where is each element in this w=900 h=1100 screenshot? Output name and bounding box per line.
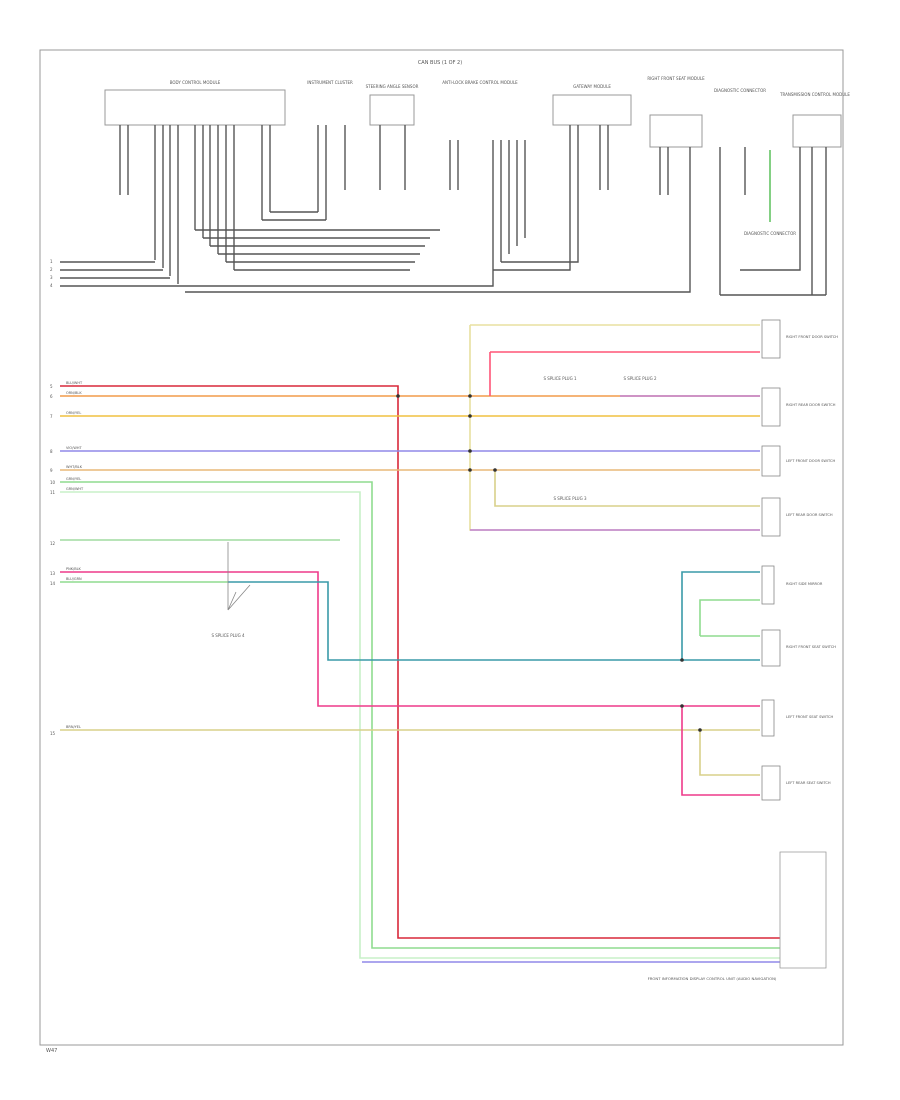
wire-label: WHT/BLK <box>66 465 83 469</box>
wire-label: PNK/BLK <box>66 567 82 571</box>
module-pin-drops <box>119 125 827 295</box>
top-modules: BODY CONTROL MODULE INSTRUMENT CLUSTER S… <box>104 76 850 148</box>
component-rf-seat <box>761 629 781 667</box>
bottom-component-label: FRONT INFORMATION DISPLAY CONTROL UNIT (… <box>648 976 777 981</box>
wire-runs <box>60 324 780 963</box>
module-steering-angle-label: STEERING ANGLE SENSOR <box>366 84 419 89</box>
diagram-title: CAN BUS (1 OF 2) <box>418 60 462 66</box>
wire-label: GRN/YEL <box>66 477 81 481</box>
component-lr-door <box>761 497 781 537</box>
pin-number: 6 <box>50 394 53 399</box>
wire-label: ORN/YEL <box>66 411 81 415</box>
module-instrument-cluster-label: INSTRUMENT CLUSTER <box>307 80 353 85</box>
wire-label: BRN/YEL <box>66 725 81 729</box>
wire-pink-2 <box>681 706 760 796</box>
pin-number: 7 <box>50 414 53 419</box>
left-pin-numbers: 1 2 3 4 5 6 7 8 9 10 11 12 13 14 15 <box>50 259 56 736</box>
wire-label: GRN/WHT <box>66 487 84 491</box>
component-rr-door <box>761 387 781 427</box>
right-component-labels: RIGHT FRONT DOOR SWITCH RIGHT REAR DOOR … <box>786 335 838 785</box>
splice-pin <box>227 542 251 611</box>
pin-number: 8 <box>50 449 53 454</box>
module-body-control-label: BODY CONTROL MODULE <box>170 80 221 85</box>
pin-number: 15 <box>50 731 56 736</box>
footer-code: W47 <box>46 1048 57 1054</box>
splice-label: S SPLICE PLUG 1 <box>543 376 577 381</box>
wire-label: ORN/BLK <box>66 391 82 395</box>
component-label: RIGHT FRONT DOOR SWITCH <box>786 335 838 339</box>
wire-label: BLU/WHT <box>66 381 83 385</box>
wire-khaki-top <box>469 324 760 531</box>
component-label: RIGHT REAR DOOR SWITCH <box>786 403 836 407</box>
pin-number: 12 <box>50 541 56 546</box>
wire-green-2 <box>60 491 780 959</box>
wire-khaki-mid <box>494 470 760 507</box>
pin-number: 2 <box>50 267 53 272</box>
component-label: LEFT FRONT SEAT SWITCH <box>786 715 833 719</box>
wire-khaki-2 <box>699 730 760 776</box>
diagnostic-connector-label: DIAGNOSTIC CONNECTOR <box>744 231 796 236</box>
bottom-component-outline <box>779 851 827 969</box>
pin-number: 4 <box>50 283 53 288</box>
pin-number: 11 <box>50 490 56 495</box>
component-label: LEFT REAR SEAT SWITCH <box>786 781 831 785</box>
module-tcm <box>792 114 842 148</box>
wire-label: BLU/GRN <box>66 577 82 581</box>
pin-number: 13 <box>50 571 56 576</box>
module-bus-lines <box>60 195 826 296</box>
splice-label: S SPLICE PLUG 3 <box>553 496 587 501</box>
wire-teal <box>228 571 760 661</box>
module-abs-label: ANTI-LOCK BRAKE CONTROL MODULE <box>442 80 518 85</box>
wire-green-5 <box>699 599 760 637</box>
module-steering-angle <box>369 94 415 126</box>
pin-number: 9 <box>50 468 53 473</box>
right-components <box>761 319 781 801</box>
wire-labels-left: BLU/WHT ORN/BLK ORN/YEL VIO/WHT WHT/BLK … <box>66 381 84 729</box>
diagram-frame <box>39 49 844 1046</box>
module-rf-seat <box>649 114 703 148</box>
wire-pink <box>60 571 760 707</box>
module-gateway <box>552 94 632 126</box>
component-lf-door <box>761 445 781 477</box>
splice-label: S SPLICE PLUG 4 <box>211 633 245 638</box>
component-label: RIGHT SIDE MIRROR <box>786 582 823 586</box>
pin-number: 3 <box>50 275 53 280</box>
component-lf-seat <box>761 699 775 737</box>
wire-label: VIO/WHT <box>66 446 82 450</box>
pin-number: 10 <box>50 480 56 485</box>
module-rf-seat-label: RIGHT FRONT SEAT MODULE <box>647 76 705 81</box>
component-rf-door <box>761 319 781 359</box>
module-body-control <box>104 89 286 126</box>
component-lr-seat <box>761 765 781 801</box>
wire-pink-top <box>489 351 760 396</box>
component-label: RIGHT FRONT SEAT SWITCH <box>786 645 836 649</box>
component-label: LEFT FRONT DOOR SWITCH <box>786 459 835 463</box>
pin-number: 14 <box>50 581 56 586</box>
module-gateway-label: GATEWAY MODULE <box>573 84 611 89</box>
component-right-mirror <box>761 565 775 605</box>
module-tcm-label: TRANSMISSION CONTROL MODULE <box>779 92 850 97</box>
splice-label: S SPLICE PLUG 2 <box>623 376 657 381</box>
pin-number: 1 <box>50 259 53 264</box>
wire-red-main <box>60 385 780 939</box>
component-label: LEFT REAR DOOR SWITCH <box>786 513 833 517</box>
wire-green-1 <box>60 481 780 949</box>
splice-labels: S SPLICE PLUG 1 S SPLICE PLUG 2 S SPLICE… <box>211 376 657 638</box>
splice-points <box>396 394 702 732</box>
pin-number: 5 <box>50 384 53 389</box>
module-diagnostic-label: DIAGNOSTIC CONNECTOR <box>714 88 766 93</box>
